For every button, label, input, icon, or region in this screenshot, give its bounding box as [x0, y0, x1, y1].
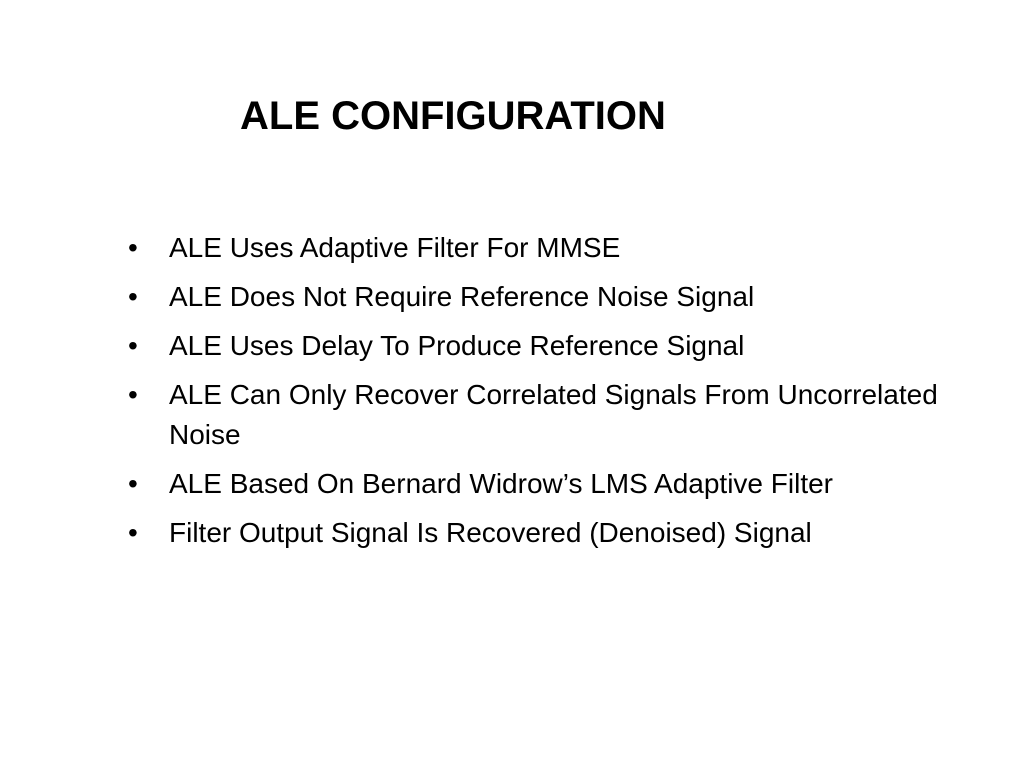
bullet-list: • ALE Uses Adaptive Filter For MMSE • AL… — [128, 228, 948, 562]
bullet-item: • ALE Based On Bernard Widrow’s LMS Adap… — [128, 464, 948, 504]
slide-title: ALE CONFIGURATION — [240, 94, 666, 138]
bullet-marker: • — [128, 379, 138, 410]
bullet-item: • ALE Uses Adaptive Filter For MMSE — [128, 228, 948, 268]
bullet-marker: • — [128, 330, 138, 361]
bullet-text: ALE Can Only Recover Correlated Signals … — [169, 379, 938, 450]
bullet-text: ALE Uses Delay To Produce Reference Sign… — [169, 330, 745, 361]
bullet-text: ALE Based On Bernard Widrow’s LMS Adapti… — [169, 468, 834, 499]
bullet-marker: • — [128, 281, 138, 312]
bullet-item: • ALE Can Only Recover Correlated Signal… — [128, 375, 948, 455]
bullet-marker: • — [128, 517, 138, 548]
bullet-item: • ALE Does Not Require Reference Noise S… — [128, 277, 948, 317]
bullet-text: ALE Does Not Require Reference Noise Sig… — [169, 281, 755, 312]
bullet-marker: • — [128, 468, 138, 499]
bullet-marker: • — [128, 232, 138, 263]
bullet-item: • Filter Output Signal Is Recovered (Den… — [128, 513, 948, 553]
bullet-text: Filter Output Signal Is Recovered (Denoi… — [169, 517, 812, 548]
bullet-item: • ALE Uses Delay To Produce Reference Si… — [128, 326, 948, 366]
bullet-text: ALE Uses Adaptive Filter For MMSE — [169, 232, 621, 263]
